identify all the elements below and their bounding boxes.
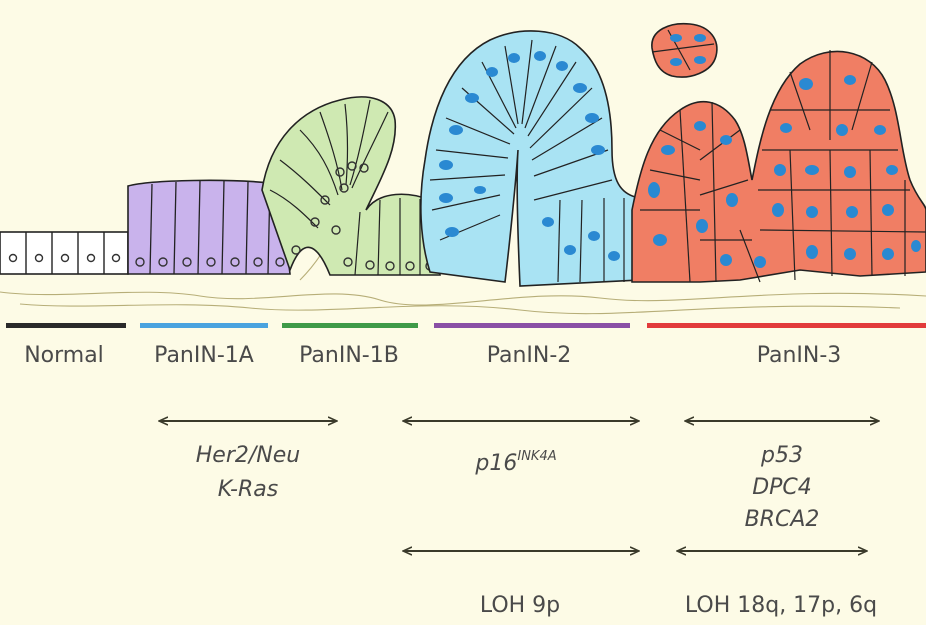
stage-label-normal: Normal	[24, 343, 104, 368]
panin3-epithelium	[632, 24, 926, 282]
stage-labels: Normal PanIN-1A PanIN-1B PanIN-2 PanIN-3	[24, 343, 841, 368]
stage-label-panin3: PanIN-3	[757, 343, 842, 368]
gene-p16-sup: INK4A	[517, 449, 556, 464]
loh-labels: LOH 9p LOH 18q, 17p, 6q	[480, 593, 877, 618]
gene-labels: Her2/Neu K-Ras p16INK4A p53 DPC4 BRCA2	[196, 443, 820, 532]
loh-18q-17p-6q-label: LOH 18q, 17p, 6q	[685, 593, 877, 618]
gene-p16: p16INK4A	[474, 449, 556, 476]
stage-bar-panin3	[647, 323, 926, 328]
gene-p16-base: p16	[474, 451, 517, 476]
gene-k-ras: K-Ras	[218, 477, 278, 502]
stage-bars	[6, 323, 926, 328]
gene-p53: p53	[760, 443, 803, 468]
stage-label-panin1a: PanIN-1A	[154, 343, 254, 368]
gene-dpc4: DPC4	[752, 475, 812, 500]
stage-label-panin2: PanIN-2	[487, 343, 572, 368]
loh-9p-label: LOH 9p	[480, 593, 560, 618]
gene-her2-neu: Her2/Neu	[196, 443, 300, 468]
panin2-epithelium	[421, 31, 640, 286]
stage-bar-normal	[6, 323, 126, 328]
normal-epithelium	[0, 232, 128, 274]
stage-bar-panin2	[434, 323, 630, 328]
stage-bar-panin1a	[140, 323, 268, 328]
panin1b-epithelium	[262, 97, 440, 275]
stage-bar-panin1b	[282, 323, 418, 328]
gene-brca2: BRCA2	[745, 507, 820, 532]
stage-label-panin1b: PanIN-1B	[299, 343, 399, 368]
